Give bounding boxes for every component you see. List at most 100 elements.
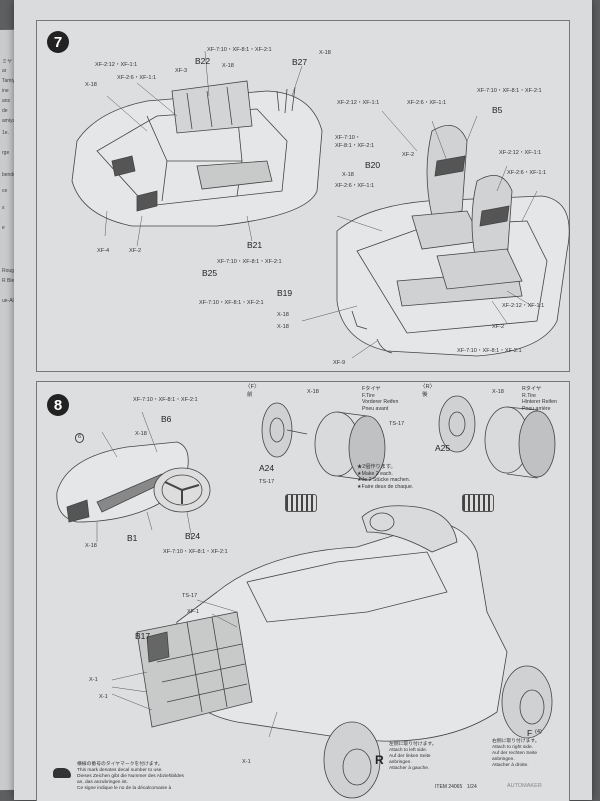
note-line: Attacher à droite. [492, 762, 529, 768]
edge-text: ar [2, 68, 7, 74]
decal-note: 横線の番号のタイヤマークを付けます。 This mark denotes dec… [77, 762, 184, 792]
note-line: F.Tire [362, 392, 375, 399]
paint-label: TS-17 [182, 593, 198, 599]
decal-mark-icon [53, 768, 71, 778]
paint-label: XF-7:10・XF-8:1・XF-2:1 [477, 88, 542, 94]
note-line: 横線の番号のタイヤマークを付けます。 [77, 762, 163, 767]
note-line: anbringen. [389, 759, 412, 765]
item-number: ITEM 24065 [435, 784, 463, 790]
paint-label: XF-7:10・ [335, 135, 361, 141]
paint-label: XF-2 [492, 324, 505, 330]
part-number: A25 [435, 443, 451, 453]
paint-label: XF-2:6・XF-1:1 [117, 75, 157, 81]
decal-number: 6 [75, 433, 85, 443]
instruction-sheet: 7 [14, 0, 592, 801]
part-number: B21 [247, 240, 263, 250]
edge-text: de [2, 108, 8, 114]
edge-text: ミヤ [2, 59, 13, 65]
front-wheel-letter: F [527, 728, 533, 738]
note-line: anbringen. [492, 756, 515, 762]
note-line: Rタイヤ [522, 386, 542, 392]
edge-text: ce [2, 188, 8, 194]
part-number: B6 [161, 414, 172, 424]
paint-label: X-18 [85, 543, 97, 549]
note-line: ★Je 2 Stücke machen. [357, 477, 411, 483]
paint-label: XF-2 [402, 152, 415, 158]
decal-number: (4) [535, 729, 542, 735]
rear-wheel-letter: R [375, 753, 384, 767]
paint-label: X-18 [342, 172, 354, 178]
part-number: B17 [135, 631, 151, 641]
edge-text: bendonr [2, 172, 21, 178]
paint-label: XF-7:10・XF-8:1・XF-2:1 [133, 397, 198, 403]
paint-label: X-1 [99, 694, 108, 700]
note-line: Pneu avant [362, 405, 389, 412]
paint-label: XF-2 [129, 248, 142, 254]
paint-label: X-1 [89, 677, 98, 683]
part-number: B5 [492, 105, 503, 115]
note-line: Dieses Zeichen gibt die Nummer des Abzie… [77, 773, 184, 779]
part-number: B22 [195, 56, 211, 66]
rear-attach-note: 左側に取り付けます。 Attach to left side. Auf der … [389, 742, 437, 772]
step-7-panel: 7 [36, 20, 570, 372]
paint-label: X-18 [85, 82, 97, 88]
paint-label: X-1 [242, 759, 251, 765]
edge-text: rge [2, 150, 10, 156]
make-two-note: ★2個作ります。 ★Make 2 each. ★Je 2 Stücke mach… [357, 464, 413, 490]
tire-tread-icon [462, 494, 494, 512]
part-number: B27 [292, 57, 308, 67]
note-line: R.Tire [522, 392, 536, 399]
paint-label: XF-4 [97, 248, 110, 254]
note-line: 左側に取り付けます。 [389, 742, 437, 747]
note-line: ★Make 2 each. [357, 470, 393, 477]
edge-text: amiya [2, 118, 16, 124]
front-attach-note: 右側に取り付けます。 Attach to right side. Auf der… [492, 739, 540, 769]
note-line: 右側に取り付けます。 [492, 739, 540, 744]
paint-label: X-18 [222, 63, 234, 69]
note-line: Pneu arrière [522, 405, 551, 412]
tire-tread-icon [285, 494, 317, 512]
paint-label: X-18 [492, 389, 504, 395]
note-line: Hinterer Reifen [522, 399, 557, 405]
step-number-badge: 7 [47, 31, 69, 53]
note-line: Attach to right side. [492, 744, 534, 750]
rear-label: 〈R〉 [420, 384, 436, 390]
note-line: Auf der rechten Seite [492, 750, 538, 756]
paint-label: X-18 [277, 324, 289, 330]
paint-label: XF-9 [333, 360, 346, 366]
part-number: B25 [202, 268, 218, 278]
note-line: Attacher à gauche. [389, 765, 430, 771]
paint-label: XF-2:6・XF-1:1 [507, 170, 547, 176]
edge-text: 1e. [2, 130, 9, 136]
note-line: Attach to left side. [389, 747, 428, 753]
part-number: B19 [277, 288, 293, 298]
paint-label: TS-17 [389, 421, 405, 427]
paint-label: XF-3 [175, 68, 188, 74]
paint-label: X-18 [319, 50, 331, 56]
note-line: Fタイヤ [362, 386, 381, 392]
paint-label: X-18 [277, 312, 289, 318]
paint-label: XF-2:12・XF-1:1 [502, 303, 545, 309]
paint-label: XF-7:10・XF-8:1・XF-2:1 [457, 348, 522, 354]
edge-text: Rouge [2, 268, 17, 274]
note-line: This mark denotes decal number to use. [77, 767, 163, 773]
page-mark: 1/24 [467, 784, 477, 790]
part-number: B24 [185, 531, 201, 541]
step-number-badge: 8 [47, 394, 69, 416]
note-line: ★Faire deux de chaque. [357, 483, 414, 490]
paint-label: XF-7:10・XF-8:1・XF-2:1 [163, 549, 228, 555]
note-line: Auf der linken Seite [389, 753, 431, 759]
watermark-text: AUTOMAKER [507, 783, 542, 789]
edge-text: R Bleu [2, 278, 18, 284]
part-number: A24 [259, 463, 275, 473]
edge-text: s [2, 205, 5, 211]
note-line: Ce signe indique le no de la décalcomani… [77, 785, 172, 791]
front-tire-note: Fタイヤ F.Tire Vorderer Reifen Pneu avant [362, 386, 398, 412]
step-8-panel: 8 [36, 381, 570, 801]
note-line: an, das anzubringen ist. [77, 779, 128, 785]
paint-label: XF-2:12・XF-1:1 [499, 150, 542, 156]
note-line: ★2個作ります。 [357, 464, 396, 470]
edge-text: e [2, 225, 5, 231]
edge-text: ans [2, 98, 11, 104]
front-label: 〈F〉 [245, 384, 260, 390]
